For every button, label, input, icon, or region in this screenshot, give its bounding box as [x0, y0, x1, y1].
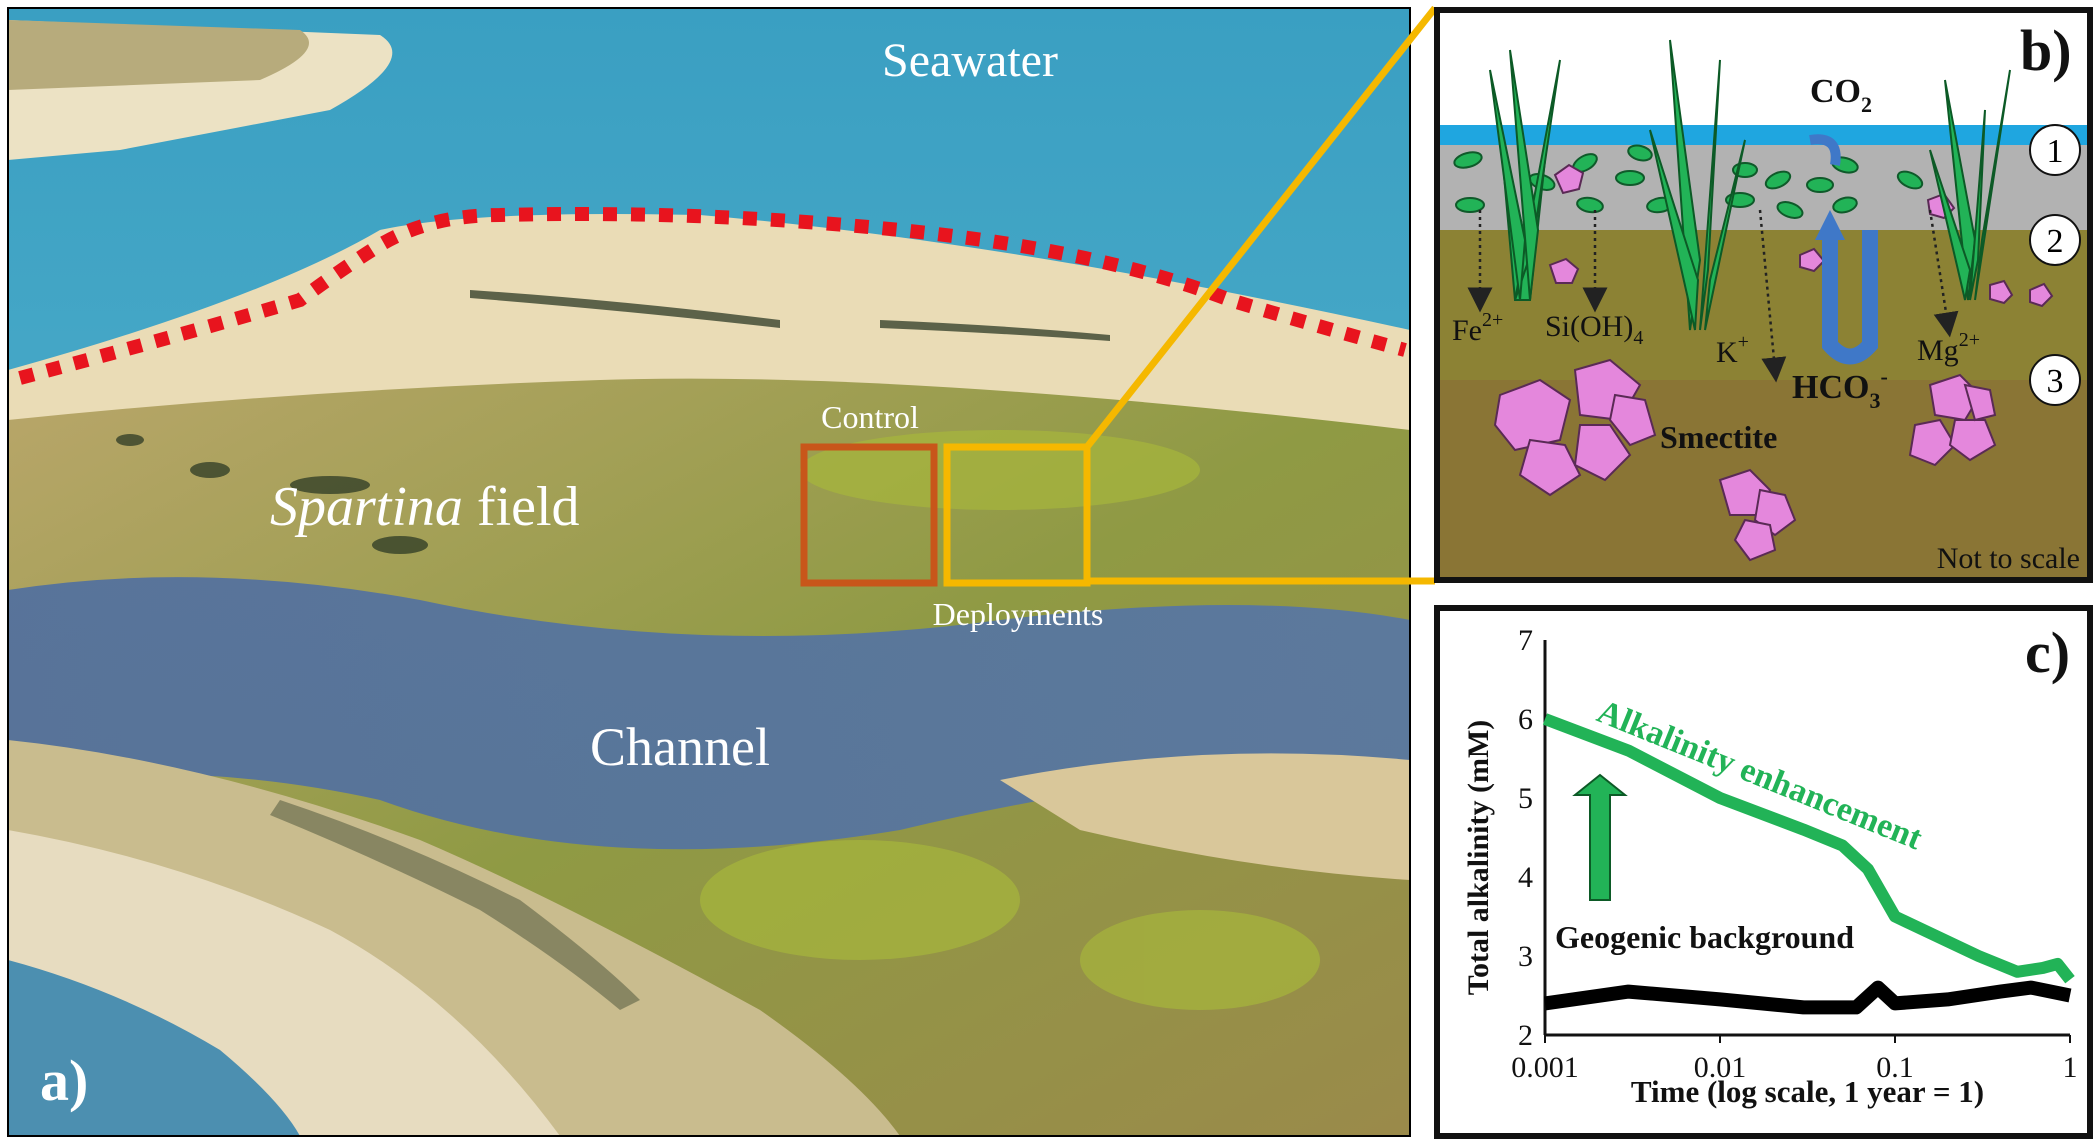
y-tick-label: 7 — [1518, 624, 1533, 657]
not-to-scale-note: Not to scale — [1937, 542, 2080, 575]
panel-b-label: b) — [2020, 18, 2072, 83]
spartina-plants — [1489, 39, 2011, 331]
panel-b-schematic: CO2 HCO3- Fe2+ Si(OH)4 K+ Mg2+ Smectite … — [1437, 10, 2090, 580]
layer-markers: 1 2 3 — [2029, 124, 2081, 406]
series-line-geogenic-background — [1544, 980, 2072, 1015]
water-layer — [1437, 125, 2090, 145]
channel-label: Channel — [590, 717, 770, 777]
spartina-rest: field — [463, 476, 580, 538]
x-tick-label: 0.1 — [1876, 1051, 1914, 1084]
layer-3-circle — [2029, 354, 2081, 406]
seawater-label: Seawater — [882, 34, 1058, 87]
enhancement-up-arrow — [1572, 773, 1628, 901]
y-tick-label: 6 — [1518, 703, 1533, 736]
hco3-label: HCO3- — [1792, 364, 1888, 413]
co2-hco3-arrow — [1809, 134, 1878, 365]
control-label: Control — [821, 399, 919, 435]
layer-3-number: 3 — [2047, 363, 2064, 400]
panel-a-frame — [7, 7, 1411, 1137]
x-tick-label: 0.001 — [1511, 1051, 1579, 1084]
control-box — [800, 443, 938, 587]
green-mineral-grains — [1453, 144, 1924, 219]
x-tick-label: 0.01 — [1694, 1051, 1747, 1084]
smectite-grains — [1493, 163, 2054, 562]
series-line-alkalinity-enhancement — [1542, 713, 2075, 984]
y-tick-label: 2 — [1518, 1019, 1533, 1052]
vegetated-island-top — [8, 20, 309, 90]
si-label: Si(OH)4 — [1545, 310, 1643, 349]
green-patches — [700, 430, 1320, 1010]
y-tick-label: 4 — [1518, 861, 1533, 894]
spartina-label: Spartina field — [270, 476, 580, 538]
y-tick-label: 5 — [1518, 782, 1533, 815]
panel-b-frame — [1434, 7, 2093, 583]
layer-1-number: 1 — [2047, 133, 2064, 170]
sand-lower-right — [1000, 753, 1410, 880]
fe-label: Fe2+ — [1452, 309, 1503, 347]
k-label: K+ — [1716, 331, 1749, 369]
background-annotation: Geogenic background — [1555, 919, 1854, 955]
mg-label: Mg2+ — [1917, 329, 1980, 367]
layer-2-circle — [2029, 214, 2081, 266]
lagoon-lower-left — [8, 960, 300, 1136]
panel-c-frame — [1434, 605, 2093, 1139]
deployments-label: Deployments — [933, 596, 1104, 632]
panel-a-label: a) — [40, 1048, 88, 1113]
spartina-italic: Spartina — [270, 476, 463, 538]
smectite-label: Smectite — [1660, 419, 1777, 455]
panel-a-photo: Seawater Control Deployments Spartina fi… — [8, 8, 1410, 1137]
layer-2-number: 2 — [2047, 223, 2064, 260]
zoom-line-top — [1084, 5, 1438, 450]
deployments-box — [943, 443, 1091, 587]
co2-label: CO2 — [1810, 73, 1872, 117]
x-axis-title: Time (log scale, 1 year = 1) — [1631, 1074, 1984, 1109]
panel-c-label: c) — [2025, 620, 2070, 685]
y-tick-label: 3 — [1518, 940, 1533, 973]
red-dotted-boundary — [18, 207, 1407, 385]
release-arrows — [1467, 209, 1959, 383]
layer-1-circle — [2029, 124, 2081, 176]
x-tick-label: 1 — [2063, 1051, 2078, 1084]
y-axis-title: Total alkalinity (mM) — [1462, 720, 1495, 996]
vegetation-patches — [116, 290, 1110, 1010]
